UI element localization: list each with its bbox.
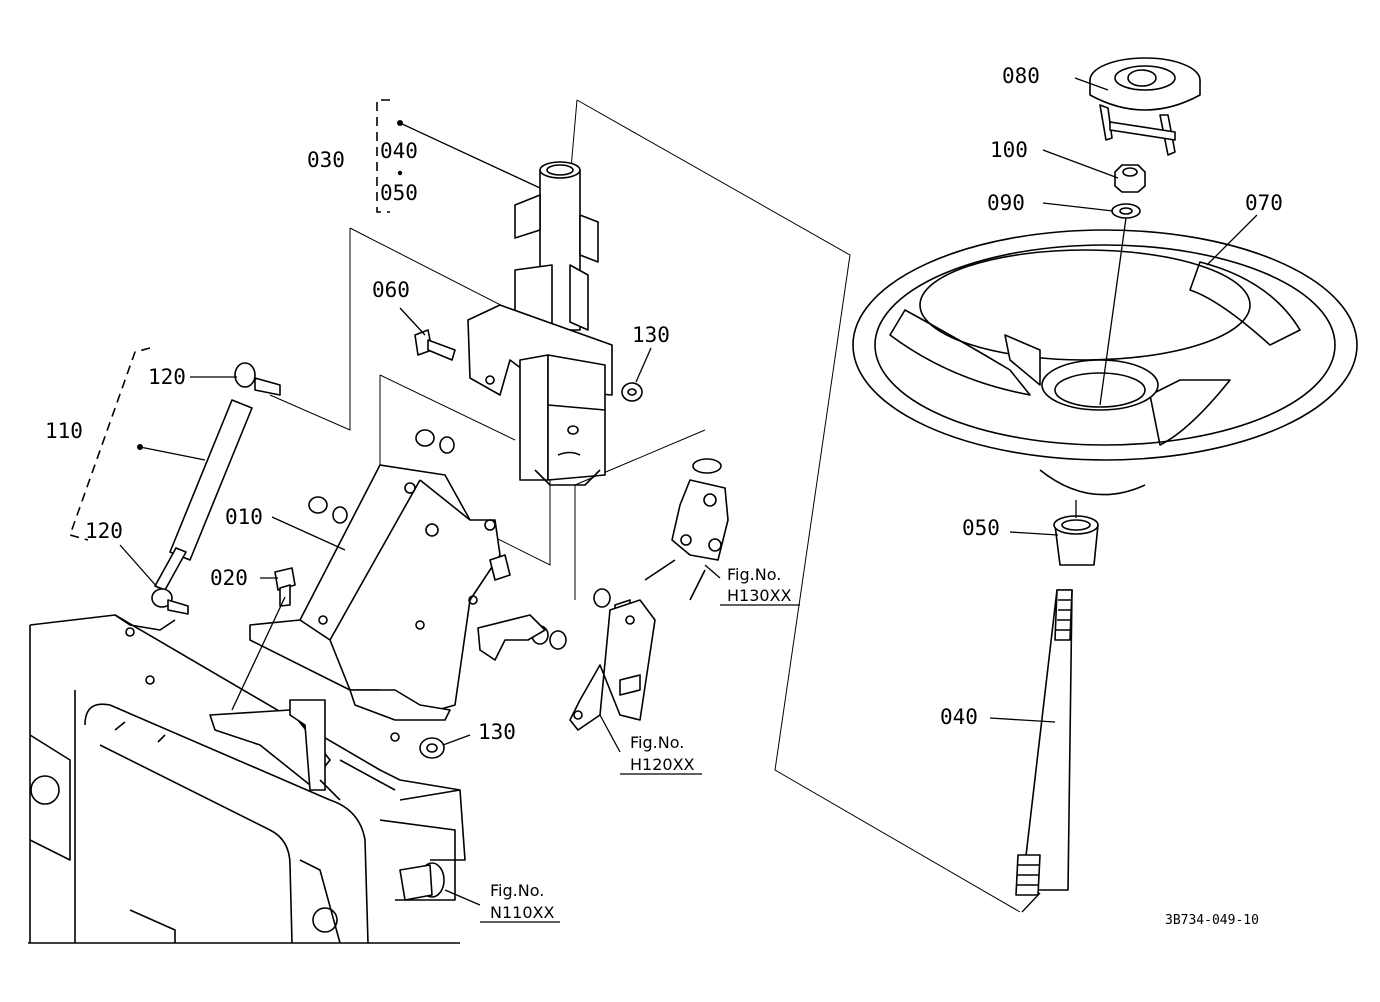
universal-joint xyxy=(644,458,729,601)
callout-060: 060 xyxy=(372,278,410,302)
steering-shaft xyxy=(1015,515,1099,896)
callout-030: 030 xyxy=(307,148,345,172)
leader-dot xyxy=(397,170,403,176)
leader-dot xyxy=(397,120,403,126)
callout-080: 080 xyxy=(1002,64,1040,88)
callout-120-lower: 120 xyxy=(85,519,123,543)
callout-130-upper: 130 xyxy=(632,323,670,347)
callout-040-lower: 040 xyxy=(940,705,978,729)
fig-ref-h120xx[interactable]: Fig.No. H120XX xyxy=(620,733,702,775)
callout-130-lower: 130 xyxy=(478,720,516,744)
support-bracket xyxy=(249,464,511,742)
group-bracket-030 xyxy=(376,99,390,213)
fig-ref-number: N110XX xyxy=(490,903,554,922)
callout-040-upper: 040 xyxy=(380,139,418,163)
group-bracket-110 xyxy=(68,347,151,541)
horn-cap-assembly xyxy=(1089,57,1201,219)
gas-spring xyxy=(151,362,281,615)
callout-050-lower: 050 xyxy=(962,516,1000,540)
fig-ref-h130xx[interactable]: Fig.No. H130XX xyxy=(720,565,800,606)
fig-ref-label: Fig.No. xyxy=(490,881,544,900)
callout-070: 070 xyxy=(1245,191,1283,215)
leader-dot xyxy=(137,444,143,450)
callout-090: 090 xyxy=(987,191,1025,215)
fig-ref-n110xx[interactable]: Fig.No. N110XX xyxy=(480,881,560,923)
tilt-lever-plates xyxy=(477,599,656,731)
fig-ref-number: H130XX xyxy=(727,586,792,605)
callout-010: 010 xyxy=(225,505,263,529)
exploded-view-frame xyxy=(269,99,1021,913)
callout-020: 020 xyxy=(210,566,248,590)
drawing-code: 3B734-049-10 xyxy=(1165,913,1259,928)
fig-ref-label: Fig.No. xyxy=(630,733,684,752)
fig-ref-label: Fig.No. xyxy=(727,565,781,584)
callout-100: 100 xyxy=(990,138,1028,162)
steering-column xyxy=(467,161,613,486)
fig-ref-number: H120XX xyxy=(630,755,695,774)
callout-120-upper: 120 xyxy=(148,365,186,389)
lower-frame xyxy=(28,614,466,944)
steering-wheel xyxy=(852,229,1358,496)
callout-110: 110 xyxy=(45,419,83,443)
leader-lines xyxy=(119,77,1258,913)
callout-050-upper: 050 xyxy=(380,181,418,205)
